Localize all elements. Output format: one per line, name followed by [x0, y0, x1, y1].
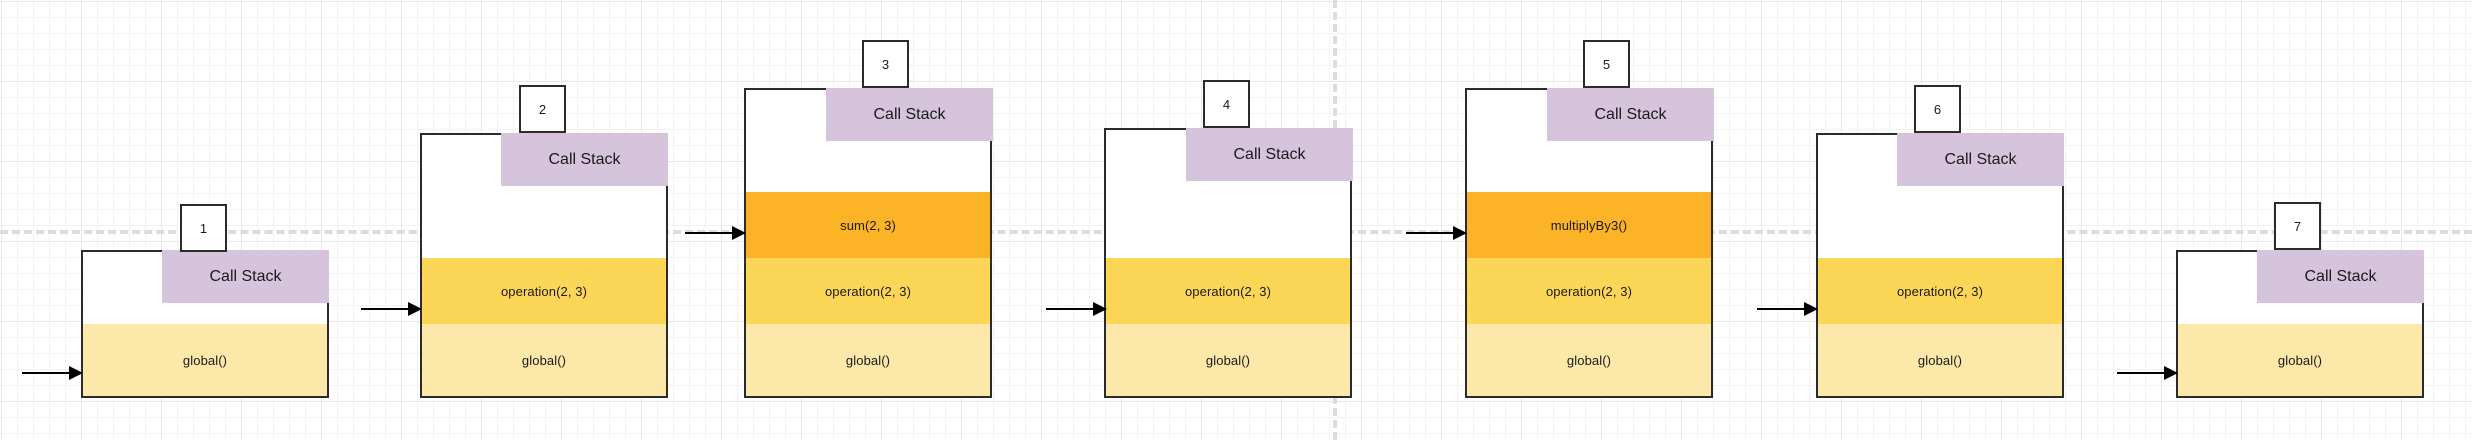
step-number-badge: 3 — [862, 40, 909, 88]
stack-frame-list: global() operation(2, 3) sum(2, 3) — [746, 192, 990, 396]
step-number-badge: 4 — [1203, 80, 1250, 128]
stack-frame-list: global() operation(2, 3) multiplyBy3() — [1467, 192, 1711, 396]
call-stack-title-chip: Call Stack — [2257, 250, 2424, 303]
step-number-label: 7 — [2293, 218, 2302, 234]
stack-frame-label: operation(2, 3) — [500, 283, 588, 299]
call-stack-title-label: Call Stack — [873, 105, 946, 123]
call-stack-title-chip: Call Stack — [1897, 133, 2064, 186]
stack-frame-label: multiplyBy3() — [1550, 217, 1628, 233]
step-number-badge: 5 — [1583, 40, 1630, 88]
call-stack-title-label: Call Stack — [209, 267, 282, 285]
stack-frame[interactable]: global() — [1106, 324, 1350, 396]
stack-frame-label: global() — [1205, 352, 1251, 368]
call-stack-title-chip: Call Stack — [826, 88, 993, 141]
call-stack-title-chip: Call Stack — [1547, 88, 1714, 141]
stack-frame-list: global() operation(2, 3) — [1818, 258, 2062, 396]
stack-frame[interactable]: operation(2, 3) — [746, 258, 990, 324]
stack-frame[interactable]: operation(2, 3) — [1467, 258, 1711, 324]
stack-frame[interactable]: global() — [1467, 324, 1711, 396]
call-stack-title-chip: Call Stack — [501, 133, 668, 186]
call-stack-title-label: Call Stack — [548, 150, 621, 168]
call-stack-title-chip: Call Stack — [1186, 128, 1353, 181]
flow-arrow-icon — [1406, 226, 1467, 240]
stack-frame[interactable]: global() — [746, 324, 990, 396]
step-number-label: 5 — [1602, 56, 1611, 72]
stack-frame-label: global() — [1566, 352, 1612, 368]
call-stack-title-label: Call Stack — [1594, 105, 1667, 123]
stack-frame[interactable]: operation(2, 3) — [422, 258, 666, 324]
stack-frame-label: operation(2, 3) — [1545, 283, 1633, 299]
stack-frame-label: global() — [1917, 352, 1963, 368]
stack-frame[interactable]: operation(2, 3) — [1818, 258, 2062, 324]
step-number-label: 1 — [199, 220, 208, 236]
step-number-label: 2 — [538, 101, 547, 117]
call-stack-title-label: Call Stack — [1944, 150, 2017, 168]
step-number-badge: 6 — [1914, 85, 1961, 133]
call-stack-title-label: Call Stack — [1233, 145, 1306, 163]
call-stack-title-chip: Call Stack — [162, 250, 329, 303]
stack-frame-label: operation(2, 3) — [1184, 283, 1272, 299]
stack-frame-label: global() — [2277, 352, 2323, 368]
stack-frame[interactable]: global() — [83, 324, 327, 396]
flow-arrow-icon — [2117, 366, 2178, 380]
flow-arrow-icon — [1757, 302, 1818, 316]
flow-arrow-icon — [685, 226, 746, 240]
stack-frame[interactable]: global() — [1818, 324, 2062, 396]
step-number-label: 3 — [881, 56, 890, 72]
stack-frame-list: global() operation(2, 3) — [422, 258, 666, 396]
stack-frame-label: global() — [182, 352, 228, 368]
step-number-label: 4 — [1222, 96, 1231, 112]
step-number-badge: 1 — [180, 204, 227, 252]
stack-frame-label: global() — [845, 352, 891, 368]
stack-frame-label: operation(2, 3) — [1896, 283, 1984, 299]
stack-frame-label: global() — [521, 352, 567, 368]
stack-frame-list: global() — [83, 324, 327, 396]
flow-arrow-icon — [1046, 302, 1107, 316]
stack-frame-list: global() operation(2, 3) — [1106, 258, 1350, 396]
stack-frame[interactable]: global() — [2178, 324, 2422, 396]
call-stack-box[interactable]: global() operation(2, 3) multiplyBy3() — [1465, 88, 1713, 398]
stack-frame-list: global() — [2178, 324, 2422, 396]
stack-frame[interactable]: global() — [422, 324, 666, 396]
step-number-label: 6 — [1933, 101, 1942, 117]
stack-frame[interactable]: multiplyBy3() — [1467, 192, 1711, 258]
stack-frame[interactable]: sum(2, 3) — [746, 192, 990, 258]
flow-arrow-icon — [361, 302, 422, 316]
call-stack-title-label: Call Stack — [2304, 267, 2377, 285]
stack-frame-label: sum(2, 3) — [840, 217, 896, 233]
stack-frame-label: operation(2, 3) — [824, 283, 912, 299]
step-number-badge: 7 — [2274, 202, 2321, 250]
step-number-badge: 2 — [519, 85, 566, 133]
stack-frame[interactable]: operation(2, 3) — [1106, 258, 1350, 324]
flow-arrow-icon — [22, 366, 83, 380]
